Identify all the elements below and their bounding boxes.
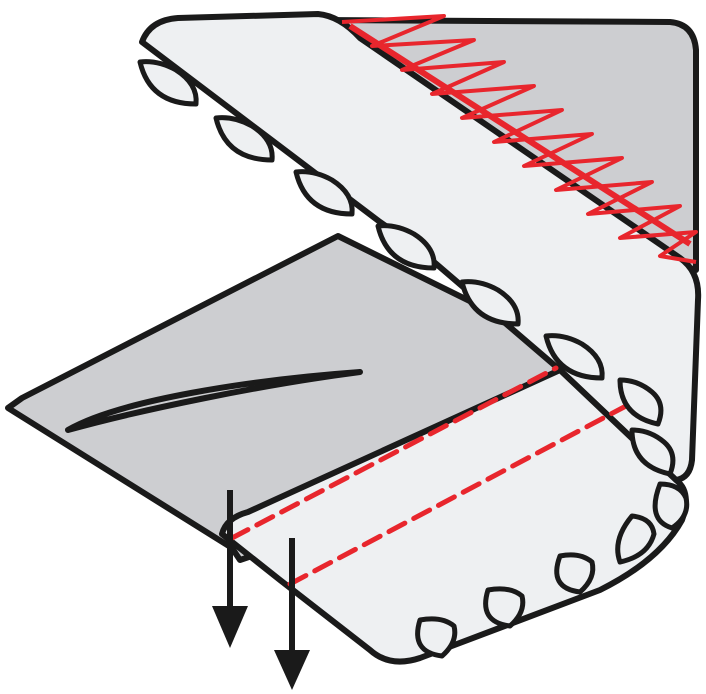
arrow-head-left xyxy=(212,606,248,648)
arrow-head-right xyxy=(274,650,310,690)
